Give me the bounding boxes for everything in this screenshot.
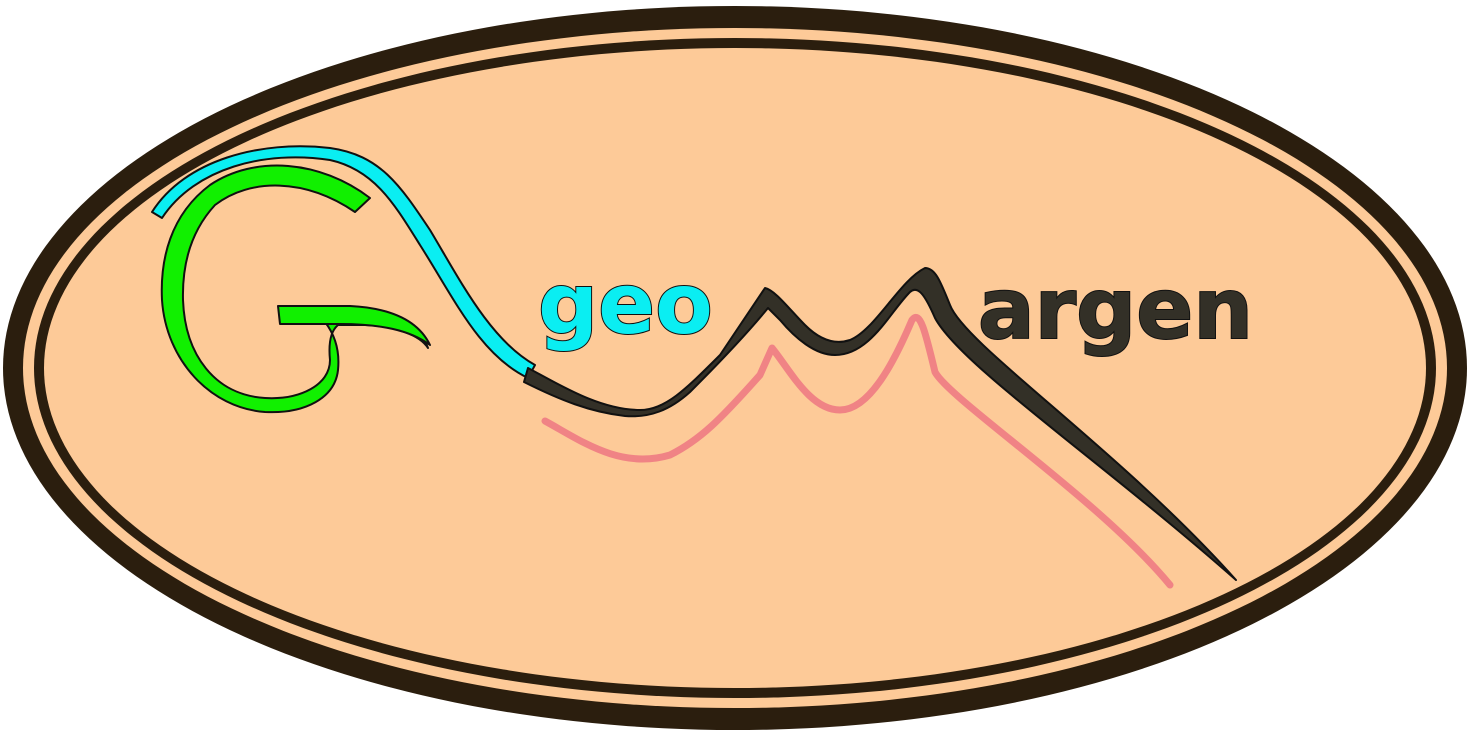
logo-oval-fill xyxy=(44,48,1426,688)
mountain-dark-line-icon xyxy=(523,267,1237,581)
letter-g-crossbar-icon xyxy=(277,305,431,346)
mountain-pink-line-icon xyxy=(541,314,1174,589)
logo-text-geo: geo xyxy=(538,255,713,353)
logo-text-argen: argen xyxy=(978,260,1253,358)
